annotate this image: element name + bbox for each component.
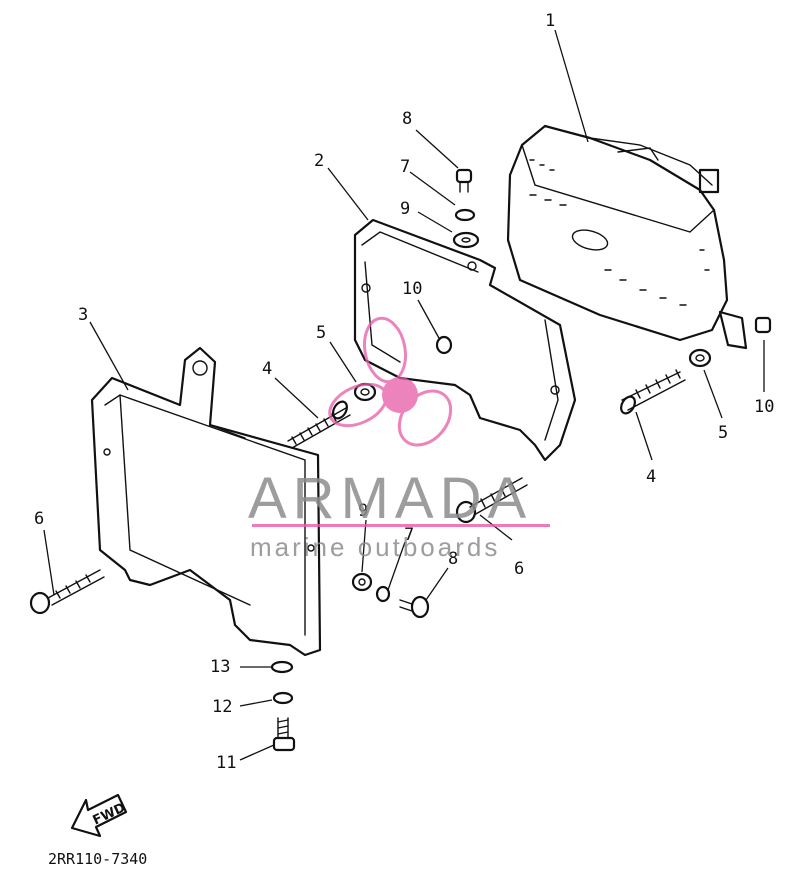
watermark-title: ARMADA	[248, 466, 532, 531]
lock-washer-upper	[454, 208, 476, 222]
forward-label: FWD	[91, 800, 128, 828]
screw-bottom	[272, 717, 296, 752]
screw-lower	[399, 595, 430, 619]
callout-13: 13	[210, 657, 230, 677]
callout-1: 1	[545, 11, 555, 31]
front-frame	[90, 346, 322, 657]
callout-5: 5	[718, 423, 728, 443]
callout-3: 3	[78, 305, 88, 325]
forward-arrow-icon: FWD	[70, 793, 128, 838]
screw-right	[455, 477, 528, 524]
adjusting-spring-left	[287, 400, 351, 449]
propeller-logo-icon	[328, 316, 453, 447]
washer-lower	[351, 572, 373, 592]
diagram-code: 2RR110-7340	[48, 850, 147, 868]
callout-10: 10	[754, 397, 774, 417]
callout-6: 6	[34, 509, 44, 529]
callout-4: 4	[262, 359, 272, 379]
watermark-subtitle: marine outboards	[250, 532, 500, 562]
headlight-unit	[506, 124, 748, 350]
callout-8: 8	[402, 109, 412, 129]
rear-bracket	[353, 218, 577, 462]
washer-upper	[452, 231, 480, 249]
lock-washer-bottom	[272, 691, 294, 705]
callout-7: 7	[404, 525, 414, 545]
callout-2: 2	[314, 151, 324, 171]
callout-12: 12	[212, 697, 232, 717]
washer-bottom	[270, 660, 294, 674]
callout-9: 9	[400, 199, 410, 219]
lock-washer-lower	[375, 585, 391, 603]
screw-upper	[455, 168, 473, 193]
screw-left	[29, 569, 105, 615]
callout-9: 9	[358, 501, 368, 521]
callout-4: 4	[646, 467, 656, 487]
collar-center	[435, 335, 453, 355]
callout-7: 7	[400, 157, 410, 177]
adjusting-spring-right	[620, 369, 686, 415]
callout-6: 6	[514, 559, 524, 579]
watermark: ARMADA marine outboards	[248, 316, 550, 562]
callout-labels: 1 2 3 4 4 5 5 6 6 7 7 8 8 9 9 10 10 11 1…	[34, 11, 774, 773]
nut-right	[688, 348, 712, 368]
callout-10: 10	[402, 279, 422, 299]
watermark-underline	[252, 524, 550, 527]
callout-8: 8	[448, 549, 458, 569]
leader-lines	[43, 29, 765, 761]
callout-5: 5	[316, 323, 326, 343]
collar-right	[754, 316, 772, 334]
callout-11: 11	[216, 753, 236, 773]
